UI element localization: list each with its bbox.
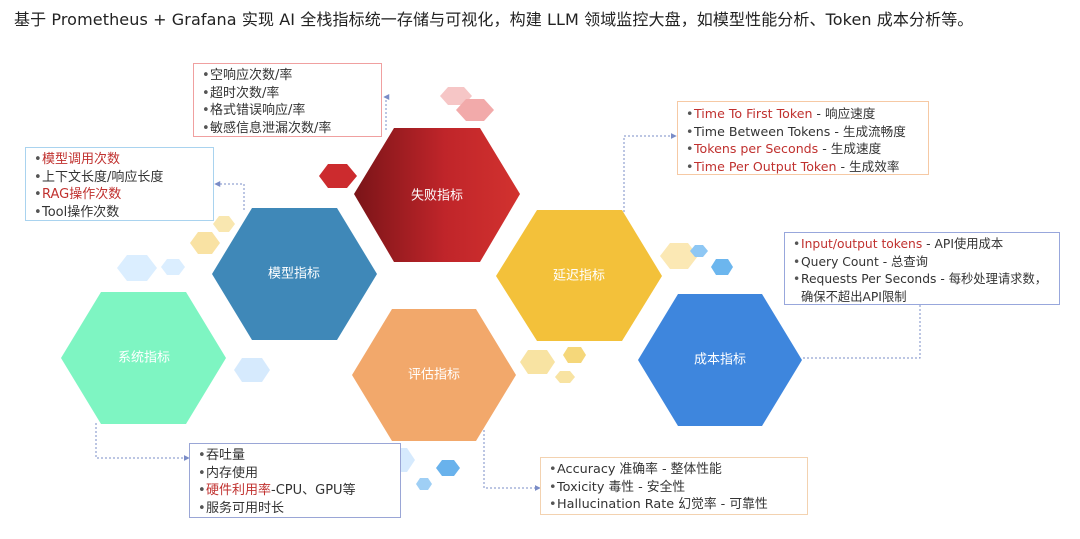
item-text: Query Count - 总查询 [801, 254, 928, 269]
list-item: Time Between Tokens - 生成流畅度 [686, 123, 920, 141]
hex-model-label: 模型指标 [268, 267, 320, 282]
list-item: 格式错误响应/率 [202, 102, 373, 120]
list-item: Toxicity 毒性 - 安全性 [549, 479, 799, 497]
item-text: 敏感信息泄漏次数/率 [210, 120, 332, 136]
box-latency: Time To First Token - 响应速度Time Between T… [677, 101, 929, 175]
deco-hex-blue-2 [711, 259, 733, 275]
item-text: - 生成效率 [836, 158, 900, 174]
item-text: 确保不超出API限制 [801, 289, 907, 304]
item-text: Tool操作次数 [42, 204, 120, 220]
hex-model-shape [212, 208, 377, 340]
hex-system-label: 系统指标 [118, 351, 170, 366]
list-item: Query Count - 总查询 [793, 254, 1051, 272]
item-text: 上下文长度/响应长度 [42, 169, 164, 185]
hex-latency-shape [496, 210, 662, 341]
hex-system-shape [61, 292, 226, 424]
item-text: Time Between Tokens - 生成流畅度 [694, 123, 906, 139]
connector-evaluation [483, 430, 541, 491]
item-text: -CPU、GPU等 [271, 483, 356, 499]
list-item: 硬件利用率-CPU、GPU等 [198, 482, 392, 500]
highlight-text: RAG操作次数 [42, 187, 122, 203]
list-item: 敏感信息泄漏次数/率 [202, 120, 373, 138]
highlight-text: Input/output tokens [801, 237, 923, 251]
deco-hex-pink-1 [440, 87, 472, 105]
highlight-text: 硬件利用率 [206, 483, 272, 499]
hex-failure: 失败指标 [354, 128, 520, 262]
item-text: 超时次数/率 [210, 85, 280, 101]
item-text: - 响应速度 [812, 106, 876, 121]
list-item: 超时次数/率 [202, 85, 373, 103]
list-item: Tool操作次数 [34, 204, 205, 222]
deco-hex-yellow-3 [660, 243, 698, 269]
deco-hex-yellow-1 [190, 232, 220, 254]
deco-hex-yellow-2 [213, 216, 235, 232]
list-item: Time To First Token - 响应速度 [686, 105, 920, 123]
connector-failure [383, 94, 390, 130]
item-text: 格式错误响应/率 [210, 103, 306, 119]
deco-hex-lightblue-5 [416, 478, 432, 490]
hex-system: 系统指标 [61, 292, 226, 424]
deco-hex-yellow-6 [555, 371, 575, 383]
hex-evaluation-label: 评估指标 [408, 368, 460, 383]
hex-cost-shape [638, 294, 802, 426]
item-text: - 生成速度 [818, 141, 882, 157]
item-text: 空响应次数/率 [210, 68, 293, 83]
hex-cost: 成本指标 [638, 294, 802, 426]
deco-hex-lightblue-3 [234, 358, 270, 382]
connector-model [214, 181, 245, 210]
list-item: Input/output tokens - API使用成本 [793, 236, 1051, 254]
connector-latency [623, 133, 677, 212]
highlight-text: Time To First Token [694, 106, 813, 121]
item-text: - API使用成本 [922, 237, 1004, 251]
hex-cost-label: 成本指标 [694, 353, 746, 368]
list-item: 服务可用时长 [198, 500, 392, 518]
hex-evaluation-shape [352, 309, 516, 441]
list-item: Tokens per Seconds - 生成速度 [686, 140, 920, 158]
list-item: 上下文长度/响应长度 [34, 169, 205, 187]
item-text: 吞吐量 [206, 448, 246, 463]
hex-latency: 延迟指标 [496, 210, 662, 341]
item-text: Requests Per Seconds - 每秒处理请求数， [801, 272, 1048, 287]
deco-hex-pink-2 [456, 99, 494, 121]
highlight-text: Time Per Output Token [694, 158, 837, 174]
list-item: 空响应次数/率 [202, 67, 373, 85]
deco-hex-lightblue-1 [117, 255, 157, 281]
list-item: Time Per Output Token - 生成效率 [686, 158, 920, 176]
deco-hex-yellow-4 [520, 350, 555, 374]
box-system: 吞吐量内存使用硬件利用率-CPU、GPU等服务可用时长 [189, 443, 401, 518]
deco-hex-blue-3 [436, 460, 460, 476]
box-evaluation: Accuracy 准确率 - 整体性能 Toxicity 毒性 - 安全性 Hall… [540, 457, 808, 515]
list-item: 模型调用次数 [34, 151, 205, 169]
item-text: Toxicity 毒性 - 安全性 [557, 479, 686, 495]
deco-hex-blue-1 [690, 245, 708, 257]
box-cost: Input/output tokens - API使用成本Query Count… [784, 232, 1060, 305]
highlight-text: Tokens per Seconds [694, 141, 819, 157]
connector-system [95, 423, 190, 461]
item-text: Accuracy 准确率 - 整体性能 [557, 462, 722, 477]
deco-hex-red [319, 164, 357, 188]
page-title: 基于 Prometheus + Grafana 实现 AI 全栈指标统一存储与可… [14, 10, 974, 29]
list-item: RAG操作次数 [34, 186, 205, 204]
deco-hex-lightblue-2 [161, 259, 185, 275]
hex-evaluation: 评估指标 [352, 309, 516, 441]
list-item: Accuracy 准确率 - 整体性能 [549, 461, 799, 479]
list-item: 内存使用 [198, 465, 392, 483]
box-model: 模型调用次数上下文长度/响应长度 RAG操作次数Tool操作次数 [25, 147, 214, 221]
list-item: 确保不超出API限制 [793, 289, 1051, 307]
list-item: 吞吐量 [198, 447, 392, 465]
hex-model: 模型指标 [212, 208, 377, 340]
hex-failure-label: 失败指标 [411, 189, 463, 204]
hex-failure-shape [354, 128, 520, 262]
list-item: Hallucination Rate 幻觉率 - 可靠性 [549, 496, 799, 514]
box-failure: 空响应次数/率超时次数/率格式错误响应/率敏感信息泄漏次数/率 [193, 63, 382, 137]
item-text: 服务可用时长 [206, 500, 285, 516]
item-text: Hallucination Rate 幻觉率 - 可靠性 [557, 497, 768, 513]
hex-latency-label: 延迟指标 [553, 269, 605, 284]
item-text: 内存使用 [206, 465, 259, 481]
highlight-text: 模型调用次数 [42, 152, 121, 167]
list-item: Requests Per Seconds - 每秒处理请求数， [793, 271, 1051, 289]
deco-hex-yellow-5 [563, 347, 586, 363]
